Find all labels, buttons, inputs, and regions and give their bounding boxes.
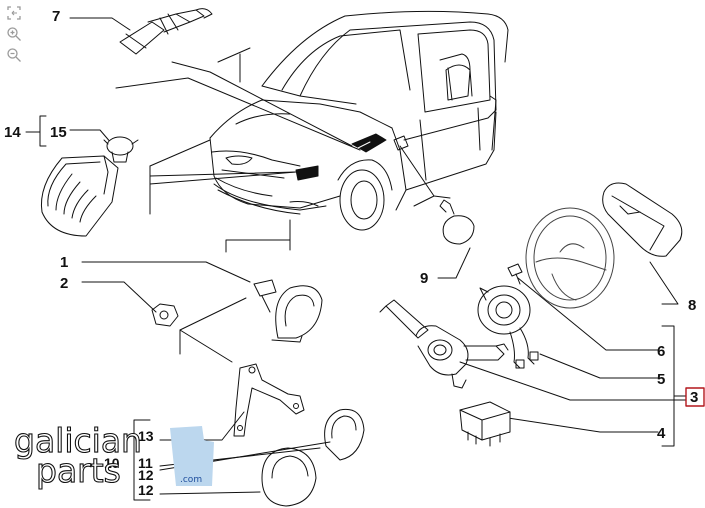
callout-3[interactable]: 3 <box>690 389 698 406</box>
callout-12-upper[interactable]: 12 <box>138 467 154 483</box>
zoom-in-icon <box>7 27 21 41</box>
watermark-line1: galician <box>14 421 142 460</box>
part-1-horn <box>253 279 323 343</box>
part-7-bulb-socket <box>119 8 213 55</box>
steering-wheel <box>525 207 615 309</box>
part-5-clock-spring <box>477 285 539 369</box>
callout-4[interactable]: 4 <box>657 425 666 442</box>
callout-11[interactable]: 11 <box>138 455 153 471</box>
callout-12-lower[interactable]: 12 <box>138 482 154 498</box>
vehicle-outline <box>209 10 509 231</box>
viewer-toolbar <box>4 4 28 67</box>
part-3-combination-switch <box>379 299 509 389</box>
part-15-bulb <box>103 136 139 163</box>
watermark-map-shape <box>170 426 214 486</box>
part-9-side-repeater <box>439 199 475 245</box>
callout-10[interactable]: 10 <box>104 455 120 471</box>
fit-icon <box>7 6 21 20</box>
zoom-out-icon <box>7 48 21 62</box>
watermark-logo: galician parts .com <box>13 420 214 491</box>
horn-bracket <box>233 363 305 437</box>
callout-14[interactable]: 14 <box>4 124 21 141</box>
watermark-suffix: .com <box>180 475 202 485</box>
callout-2[interactable]: 2 <box>60 275 68 292</box>
part-6-screw <box>507 263 523 285</box>
part-2-nut <box>151 303 179 327</box>
part-14-indicator <box>40 155 119 237</box>
callout-13[interactable]: 13 <box>138 428 154 444</box>
part-11-horn <box>324 408 365 461</box>
callout-8[interactable]: 8 <box>688 297 696 314</box>
zoom-out-button[interactable] <box>4 46 24 64</box>
callout-5[interactable]: 5 <box>657 371 665 388</box>
callout-7[interactable]: 7 <box>52 8 60 25</box>
zoom-in-button[interactable] <box>4 25 24 43</box>
part-12-horn <box>261 447 317 507</box>
callout-3-highlight[interactable] <box>685 387 705 407</box>
callout-15[interactable]: 15 <box>50 124 67 141</box>
fit-to-view-button[interactable] <box>4 4 24 22</box>
callout-labels: 7 14 15 1 2 9 8 6 5 3 4 13 10 11 12 12 <box>4 8 698 498</box>
watermark-line2: parts <box>36 451 121 490</box>
callout-1[interactable]: 1 <box>60 254 68 271</box>
callout-6[interactable]: 6 <box>657 343 665 360</box>
callout-9[interactable]: 9 <box>420 270 428 287</box>
part-8-airbag <box>602 182 683 257</box>
part-4-relay <box>459 401 511 447</box>
